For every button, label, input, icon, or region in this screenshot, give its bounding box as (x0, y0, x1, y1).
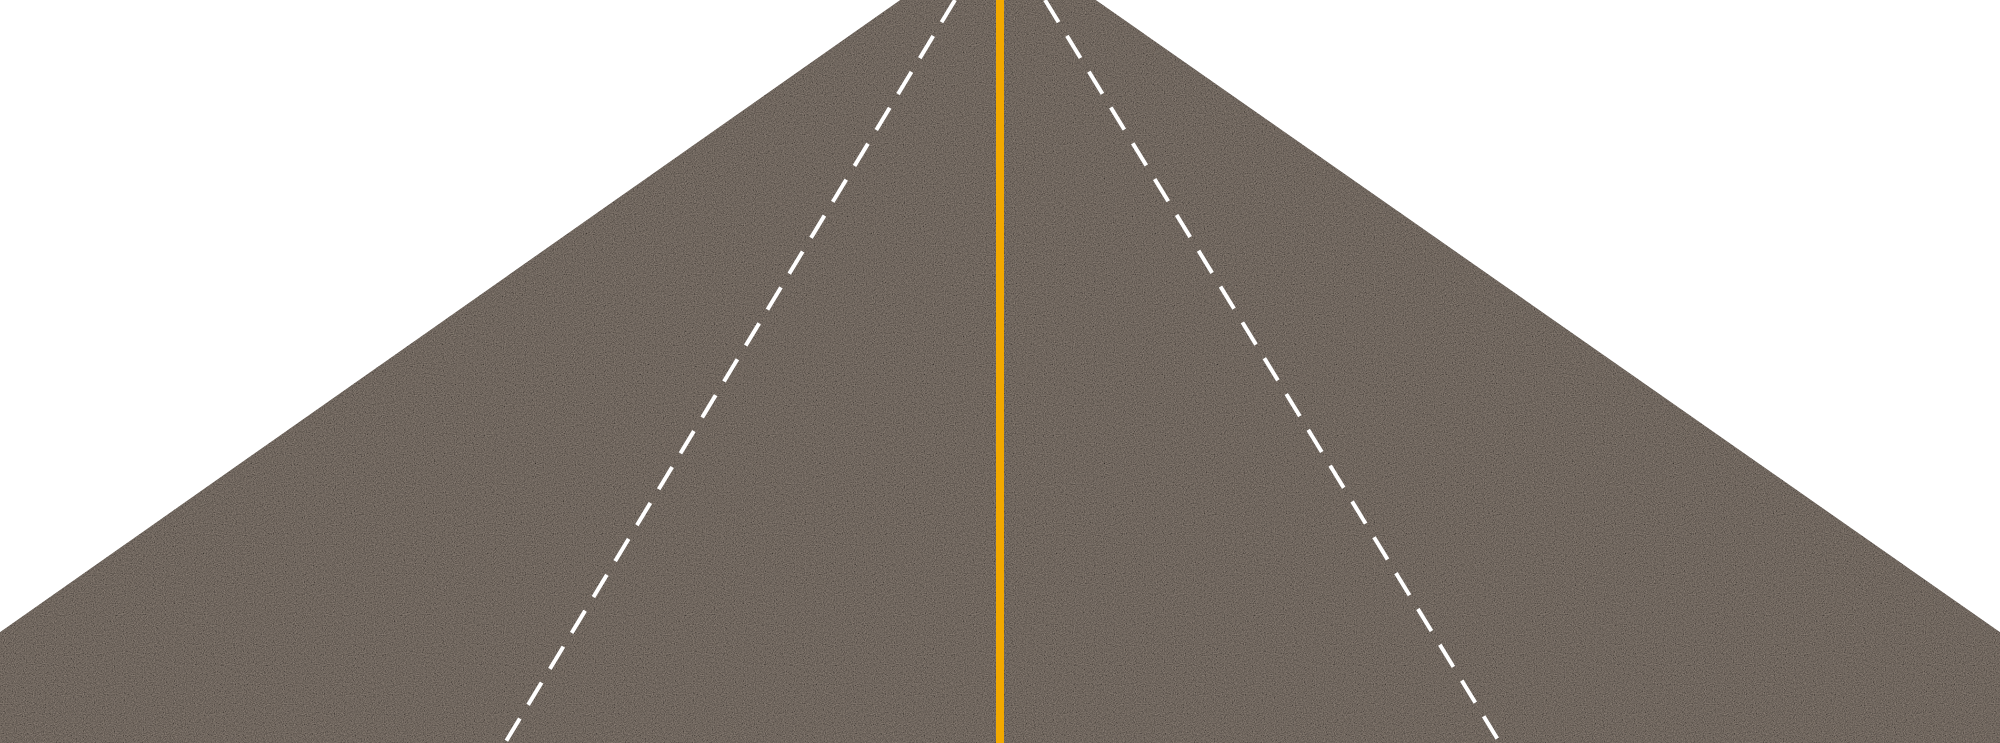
right-lane-dashed-line (1043, 0, 1502, 743)
left-lane-dashed-line (503, 0, 957, 743)
center-yellow-line (996, 0, 1004, 743)
